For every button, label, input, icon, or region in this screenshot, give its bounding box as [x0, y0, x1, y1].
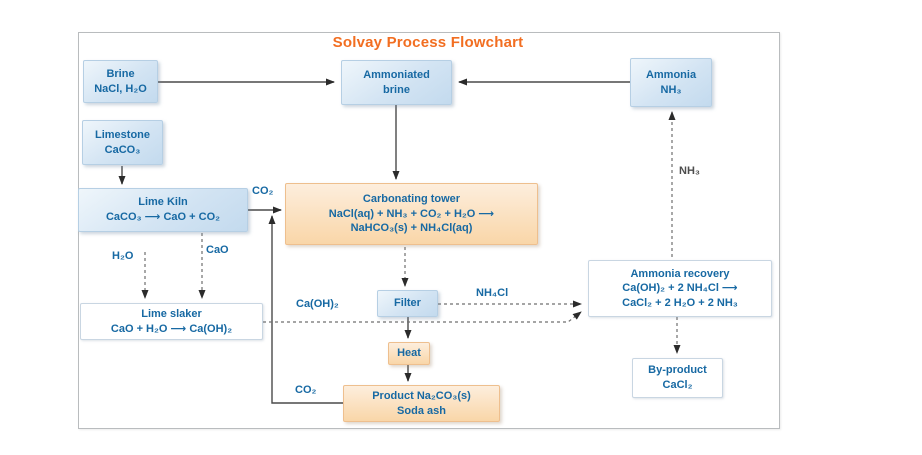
node-lime-kiln: Lime Kiln CaCO₃ ⟶ CaO + CO₂ [78, 188, 248, 232]
node-lime-slaker-line: Lime slaker [141, 307, 202, 320]
node-product-line: Product Na₂CO₃(s) [372, 389, 471, 402]
page-title: Solvay Process Flowchart [332, 34, 524, 51]
node-limestone: Limestone CaCO₃ [82, 120, 163, 165]
node-by-product: By-product CaCl₂ [632, 358, 723, 398]
node-lime-slaker-line: CaO + H₂O ⟶ Ca(OH)₂ [110, 322, 233, 335]
node-ammonia-recovery-line: Ca(OH)₂ + 2 NH₄Cl ⟶ [622, 282, 738, 295]
label-co2-kiln: CO₂ [252, 185, 274, 197]
node-lime-kiln-line: CaCO₃ ⟶ CaO + CO₂ [105, 211, 221, 223]
node-ammonia-recovery-line: Ammonia recovery [630, 267, 730, 280]
node-ammonia-line: NH₃ [660, 83, 682, 96]
node-heat: Heat [388, 342, 430, 365]
node-ammonia-recovery: Ammonia recovery Ca(OH)₂ + 2 NH₄Cl ⟶ CaC… [588, 260, 772, 317]
node-ammonia-line: Ammonia [645, 68, 697, 81]
node-brine: Brine NaCl, H₂O [83, 60, 158, 103]
node-carbonating-tower-line: NaCl(aq) + NH₃ + CO₂ + H₂O ⟶ [328, 207, 495, 220]
label-h2o: H₂O [112, 250, 134, 262]
label-nh4cl: NH₄Cl [476, 287, 509, 299]
node-carbonating-tower-line: Carbonating tower [362, 193, 461, 206]
node-filter-line: Filter [394, 297, 421, 310]
node-carbonating-tower-line: NaHCO₃(s) + NH₄Cl(aq) [350, 222, 473, 235]
node-ammoniated-brine-line: brine [383, 83, 410, 96]
node-brine-line: Brine [106, 67, 135, 80]
node-lime-slaker: Lime slaker CaO + H₂O ⟶ Ca(OH)₂ [80, 303, 263, 340]
label-caoh2: Ca(OH)₂ [296, 298, 339, 310]
label-cao: CaO [206, 244, 229, 256]
node-lime-kiln-line: Lime Kiln [138, 196, 188, 209]
node-by-product-line: CaCl₂ [662, 379, 693, 391]
node-limestone-line: Limestone [94, 128, 150, 141]
node-brine-line: NaCl, H₂O [94, 82, 147, 95]
node-limestone-line: CaCO₃ [104, 143, 141, 156]
label-nh3: NH₃ [679, 165, 700, 177]
node-heat-line: Heat [397, 347, 421, 360]
node-ammonia: Ammonia NH₃ [630, 58, 712, 107]
node-carbonating-tower: Carbonating tower NaCl(aq) + NH₃ + CO₂ +… [285, 183, 538, 245]
label-co2-recycle: CO₂ [295, 384, 317, 396]
node-filter: Filter [377, 290, 438, 317]
node-ammoniated-brine: Ammoniated brine [341, 60, 452, 105]
node-product-line: Soda ash [397, 404, 446, 417]
node-by-product-line: By-product [648, 364, 707, 377]
node-ammonia-recovery-line: CaCl₂ + 2 H₂O + 2 NH₃ [622, 296, 738, 309]
node-ammoniated-brine-line: Ammoniated [363, 68, 430, 81]
node-product-soda-ash: Product Na₂CO₃(s) Soda ash [343, 385, 500, 422]
